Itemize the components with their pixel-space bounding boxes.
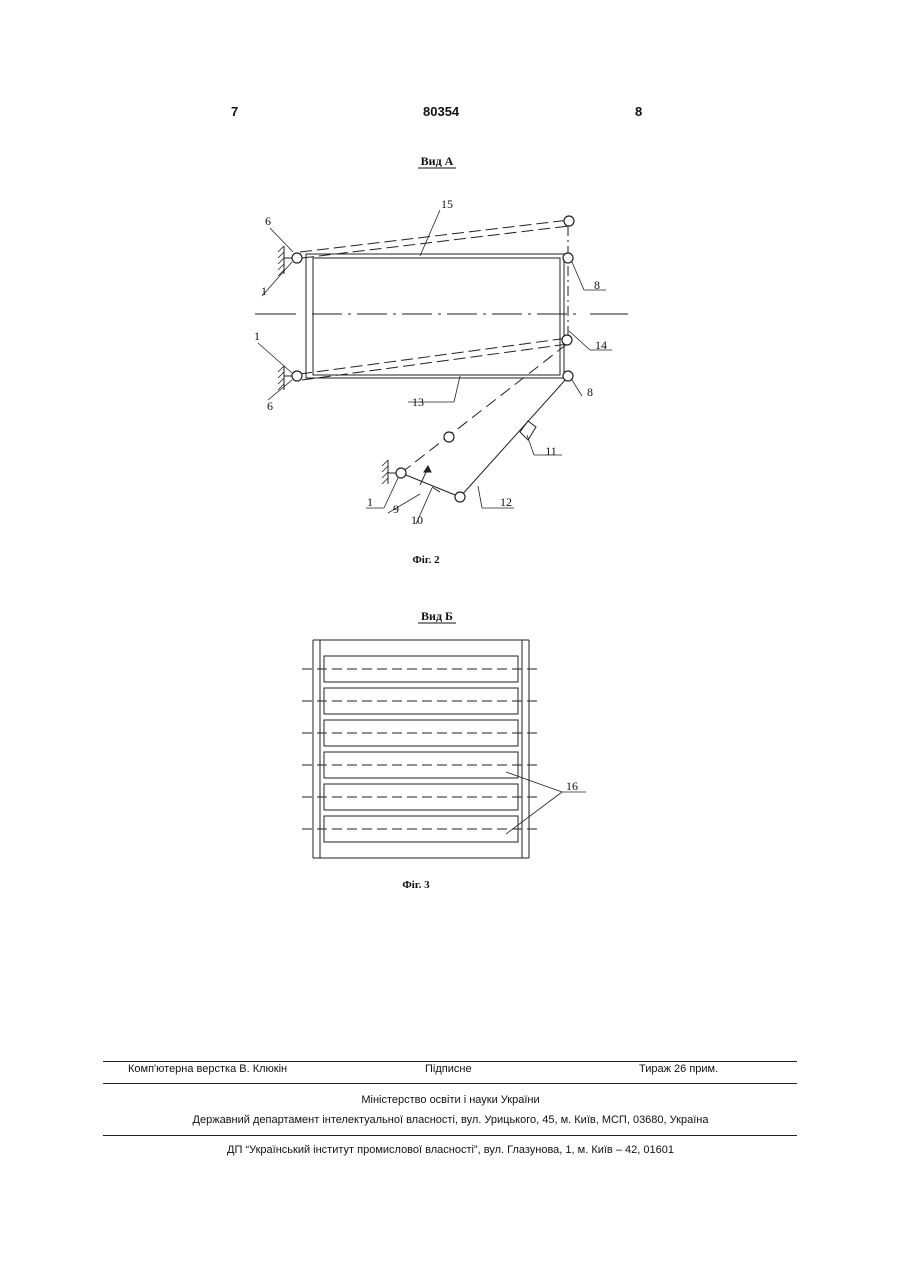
page-number-left: 7 (231, 104, 238, 119)
label-11: 11 (545, 444, 557, 458)
label-14: 14 (595, 338, 607, 352)
figure-2-view-title: Вид А (421, 154, 454, 168)
department-line: Державний департамент інтелектуальної вл… (0, 1114, 901, 1126)
footer-rule-bottom (103, 1135, 797, 1136)
label-6-bottom: 6 (267, 399, 273, 413)
label-8-bottom: 8 (587, 385, 593, 399)
label-8-top: 8 (594, 278, 600, 292)
label-1-middle: 1 (254, 329, 260, 343)
ministry-line: Міністерство освіти і науки України (0, 1094, 901, 1106)
figure-3-view-title: Вид Б (421, 609, 453, 623)
label-9: 9 (393, 502, 399, 516)
label-12: 12 (500, 495, 512, 509)
subscription-note: Підписне (425, 1063, 472, 1075)
footer-rule-middle (103, 1083, 797, 1084)
patent-number: 80354 (423, 104, 459, 119)
circulation-note: Тираж 26 прим. (639, 1063, 718, 1075)
page-number-right: 8 (635, 104, 642, 119)
label-6-top: 6 (265, 214, 271, 228)
figure-3-drawing: Вид Б 16 Фіг. 3 (295, 600, 590, 900)
figure-2-caption: Фіг. 2 (412, 554, 440, 566)
figure-3-caption: Фіг. 3 (402, 879, 430, 891)
label-15: 15 (441, 197, 453, 211)
layout-credit: Комп'ютерна верстка В. Клюкін (128, 1063, 287, 1075)
label-16: 16 (566, 779, 578, 793)
label-1-top: 1 (261, 284, 267, 298)
label-1-bottom: 1 (367, 495, 373, 509)
figure-2-drawing: Вид А (230, 145, 650, 575)
institute-line: ДП “Український інститут промислової вла… (0, 1144, 901, 1156)
footer-rule-top (103, 1061, 797, 1062)
label-13: 13 (412, 395, 424, 409)
label-10: 10 (411, 513, 423, 527)
